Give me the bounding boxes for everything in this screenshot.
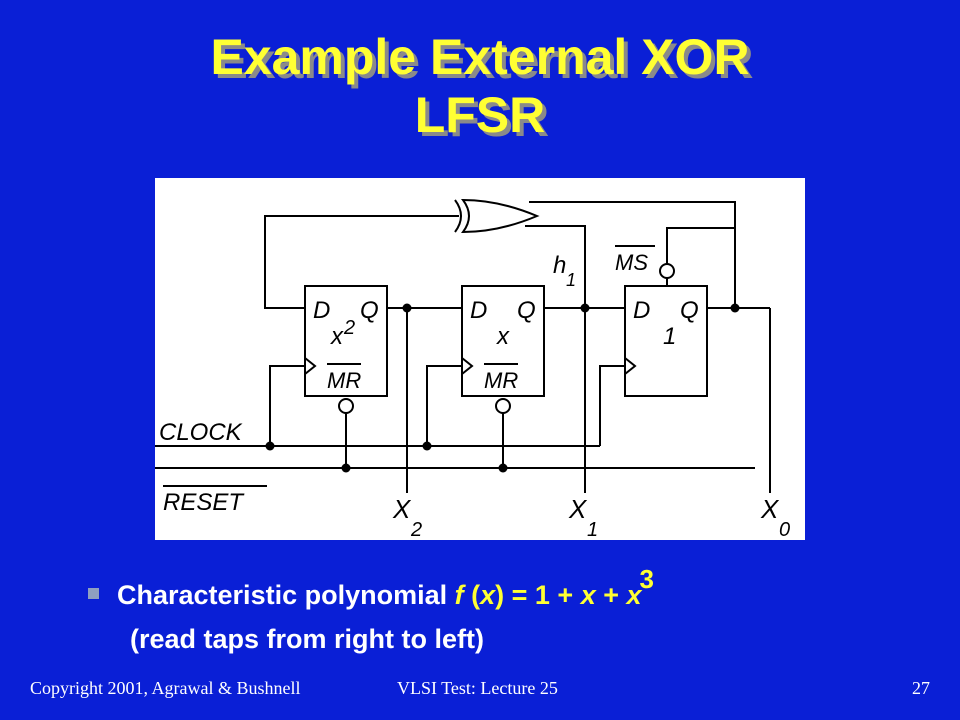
ff1-var-label: x — [330, 323, 344, 350]
x-symbol: x — [480, 580, 496, 610]
x2-label: X — [392, 494, 412, 524]
xor-gate-back-curve — [454, 199, 462, 233]
clock-triangle-3 — [624, 357, 637, 375]
footer-copyright: Copyright 2001, Agrawal & Bushnell — [30, 678, 301, 698]
slide-title-line2: LFSR — [414, 87, 546, 143]
bullet-polynomial: Characteristic polynomial f (x) = 1 + x … — [88, 564, 656, 611]
ff3-q-label: Q — [680, 297, 699, 324]
h-label: h — [553, 252, 566, 279]
lfsr-circuit-svg: D Q x 2 MR D Q x MR D Q 1 MS h 1 CLOCK R… — [155, 198, 790, 540]
clock-triangle-1 — [304, 357, 317, 375]
exponent: 3 — [639, 564, 655, 594]
clock-label: CLOCK — [159, 419, 243, 446]
slide-title-line1: Example External XOR — [210, 29, 750, 85]
x-cubed-base: x — [626, 580, 642, 610]
x0-sub-label: 0 — [779, 519, 790, 540]
ff3-d-label: D — [633, 297, 650, 324]
ff2-mr-label: MR — [484, 368, 518, 393]
feedback-wire — [264, 215, 459, 309]
circuit-junctions — [265, 303, 740, 473]
paren-close: ) — [495, 580, 505, 610]
bullet-subline: (read taps from right to left) — [130, 624, 485, 654]
mr-bubble-1 — [338, 398, 354, 414]
h-sub-label: 1 — [566, 270, 576, 290]
x0-label: X — [760, 494, 780, 524]
equals-text: = 1 + — [504, 580, 581, 610]
circuit-wires — [155, 198, 771, 493]
x-term: x — [580, 580, 596, 610]
ff2-var-label: x — [496, 323, 510, 350]
bullet-text: Characteristic polynomial — [117, 580, 455, 610]
ff1-exp-label: 2 — [343, 317, 355, 339]
ff3-var-label: 1 — [663, 323, 676, 350]
ms-label: MS — [615, 250, 648, 275]
footer-page-number: 27 — [912, 678, 930, 698]
bullet-square-icon — [88, 588, 99, 600]
footer-lecture: VLSI Test: Lecture 25 — [397, 678, 558, 698]
clock-triangle-2 — [461, 357, 474, 375]
x1-label: X — [568, 494, 588, 524]
plus-text: + — [595, 580, 627, 610]
ff1-mr-label: MR — [327, 368, 361, 393]
ms-bubble — [659, 263, 675, 279]
reset-label: RESET — [163, 489, 245, 516]
x1-sub-label: 1 — [587, 519, 598, 540]
f-symbol: f — [454, 580, 464, 610]
slide-title: Example External XOR LFSR — [0, 28, 960, 144]
flipflop-x1-box — [461, 285, 545, 397]
paren-open: ( — [463, 580, 481, 610]
x2-sub-label: 2 — [410, 519, 422, 540]
ff2-q-label: Q — [517, 297, 536, 324]
lfsr-circuit-diagram: D Q x 2 MR D Q x MR D Q 1 MS h 1 CLOCK R… — [155, 178, 805, 540]
flipflop-x2-box — [304, 285, 388, 397]
ff1-d-label: D — [313, 297, 330, 324]
mr-bubble-2 — [495, 398, 511, 414]
ff2-d-label: D — [470, 297, 487, 324]
ff1-q-label: Q — [360, 297, 379, 324]
xor-gate — [461, 198, 540, 234]
